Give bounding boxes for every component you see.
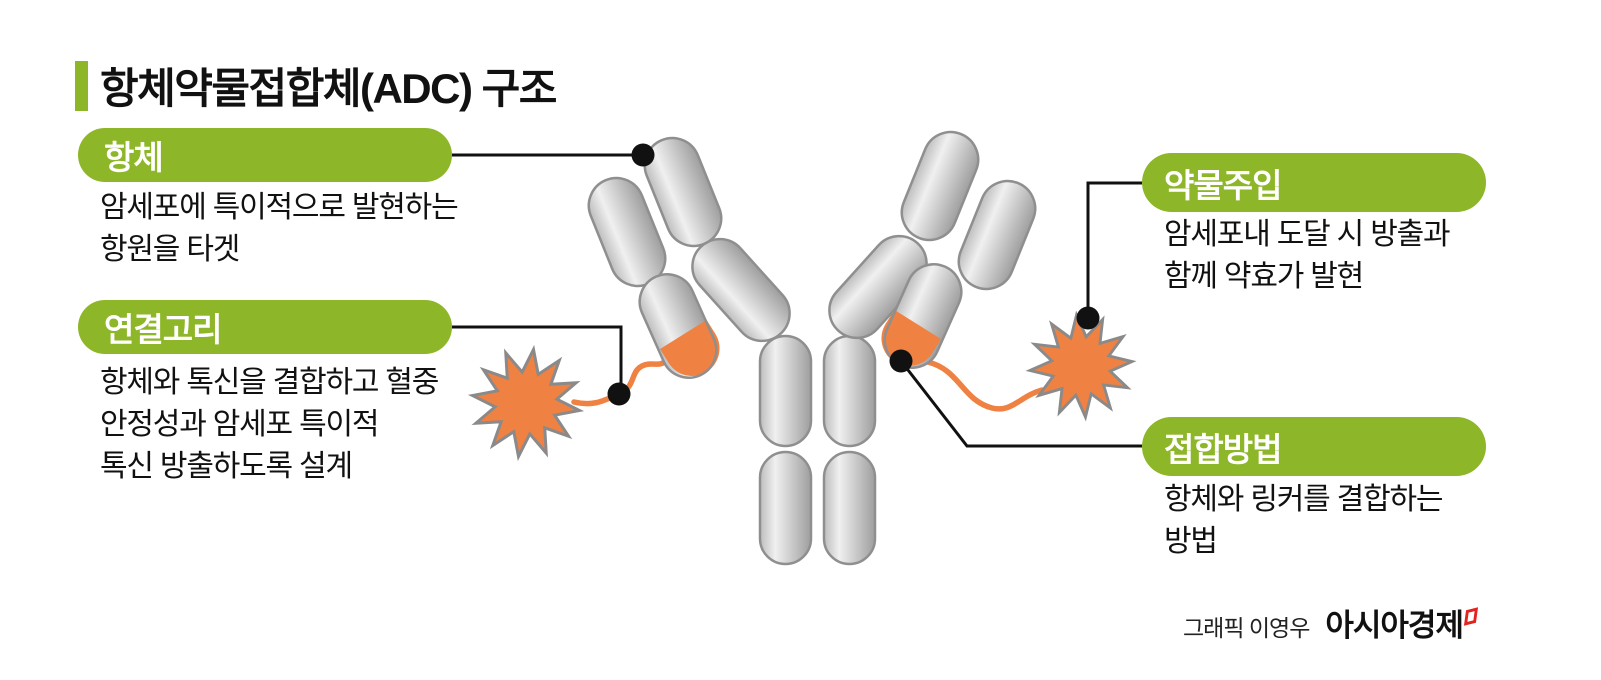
connector-dot bbox=[1076, 306, 1100, 330]
callout-label-linker: 연결고리 bbox=[78, 300, 452, 354]
callout-label-text: 연결고리 bbox=[104, 311, 222, 348]
title-accent-bar bbox=[75, 60, 88, 111]
callout-label-conjugation: 접합방법 bbox=[1142, 417, 1486, 476]
antibody-capsule bbox=[643, 136, 723, 248]
callout-label-antibody: 항체 bbox=[78, 128, 452, 182]
brand-logo: 아시아경제 bbox=[1325, 608, 1464, 643]
callout-desc-linker: 항체와 톡신을 결합하고 혈중 안정성과 암세포 특이적 톡신 방출하도록 설계 bbox=[100, 362, 439, 488]
antibody-capsule bbox=[822, 450, 877, 566]
linker-squiggle-right bbox=[925, 359, 1045, 412]
antibody-right-arm bbox=[828, 130, 1037, 377]
connector-linker bbox=[452, 325, 623, 394]
connector-dot bbox=[607, 382, 631, 406]
desc-line: 항체와 링커를 결합하는 bbox=[1164, 483, 1443, 516]
antibody-capsule bbox=[691, 237, 791, 343]
antibody-capsule bbox=[900, 130, 980, 242]
callout-label-drug-release: 약물주입 bbox=[1142, 153, 1486, 212]
callout-desc-conjugation: 항체와 링커를 결합하는 방법 bbox=[1164, 479, 1443, 563]
antibody-capsule bbox=[822, 334, 877, 448]
antibody-capsule bbox=[957, 179, 1037, 291]
connector-dots bbox=[607, 143, 1100, 406]
callout-connector-lines bbox=[452, 153, 1142, 448]
asiae-logo-mark-icon bbox=[1463, 607, 1479, 626]
credit-graphic-by: 그래픽 이영우 bbox=[1183, 615, 1310, 641]
drug-payload-starburst-icon bbox=[463, 340, 589, 466]
connector-conjugation bbox=[899, 360, 1142, 448]
antibody-capsule bbox=[758, 450, 813, 566]
connector-dot bbox=[889, 349, 913, 373]
page-title: 항체약물접합체(ADC) 구조 bbox=[100, 65, 557, 112]
desc-line: 항원을 타겟 bbox=[100, 233, 240, 266]
antibody-trunk bbox=[758, 334, 877, 566]
callout-label-text: 약물주입 bbox=[1164, 166, 1282, 204]
desc-line: 항체와 톡신을 결합하고 혈중 bbox=[100, 366, 439, 399]
callout-desc-drug-release: 암세포내 도달 시 방출과 함께 약효가 발현 bbox=[1164, 214, 1451, 298]
desc-line: 암세포에 특이적으로 발현하는 bbox=[100, 191, 459, 224]
credit-block: 그래픽 이영우 아시아경제 bbox=[1183, 600, 1479, 645]
callout-label-text: 접합방법 bbox=[1164, 430, 1282, 468]
linker-squiggles bbox=[571, 357, 1045, 412]
linker-squiggle-left bbox=[571, 357, 670, 407]
title-block: 항체약물접합체(ADC) 구조 bbox=[75, 55, 557, 116]
callout-label-text: 항체 bbox=[104, 139, 164, 176]
desc-line: 함께 약효가 발현 bbox=[1164, 260, 1364, 293]
desc-line: 방법 bbox=[1164, 525, 1218, 558]
desc-line: 안정성과 암세포 특이적 bbox=[100, 408, 379, 441]
callout-desc-antibody: 암세포에 특이적으로 발현하는 항원을 타겟 bbox=[100, 187, 459, 271]
desc-line: 암세포내 도달 시 방출과 bbox=[1164, 218, 1451, 251]
connector-dot bbox=[631, 143, 655, 167]
connector-drug-release bbox=[1086, 181, 1142, 318]
desc-line: 톡신 방출하도록 설계 bbox=[100, 450, 353, 483]
antibody-capsule bbox=[758, 334, 813, 448]
